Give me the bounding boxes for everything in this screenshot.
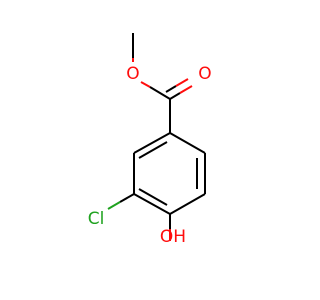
hydroxyl-label: OH — [160, 227, 186, 247]
ring-bond-3 — [169, 193, 206, 215]
ring-inner-bond-4 — [138, 188, 168, 206]
bond-c-cl-green — [107, 201, 121, 210]
bond-c-dbl-o-a1 — [169, 92, 181, 100]
ring-bond-1 — [169, 132, 206, 154]
bond-c-dbl-o-a2 — [179, 85, 193, 94]
bond-o-c — [149, 86, 171, 100]
bond-o-c-red — [140, 81, 151, 88]
molecule-canvas: O O Cl OH — [87, 33, 212, 247]
carbonyl-oxygen-label: O — [198, 64, 211, 84]
ring-bond-6 — [133, 132, 171, 154]
ester-oxygen-label: O — [126, 64, 139, 84]
bond-c-cl — [119, 193, 135, 203]
structure-diagram: O O Cl OH — [88, 33, 212, 247]
bond-c-dbl-o-b2 — [175, 78, 189, 87]
bond-c-dbl-o-b1 — [165, 85, 177, 93]
chlorine-label: Cl — [88, 209, 105, 229]
ring-inner-bond-6 — [138, 141, 168, 159]
ring-bond-4 — [133, 193, 171, 215]
